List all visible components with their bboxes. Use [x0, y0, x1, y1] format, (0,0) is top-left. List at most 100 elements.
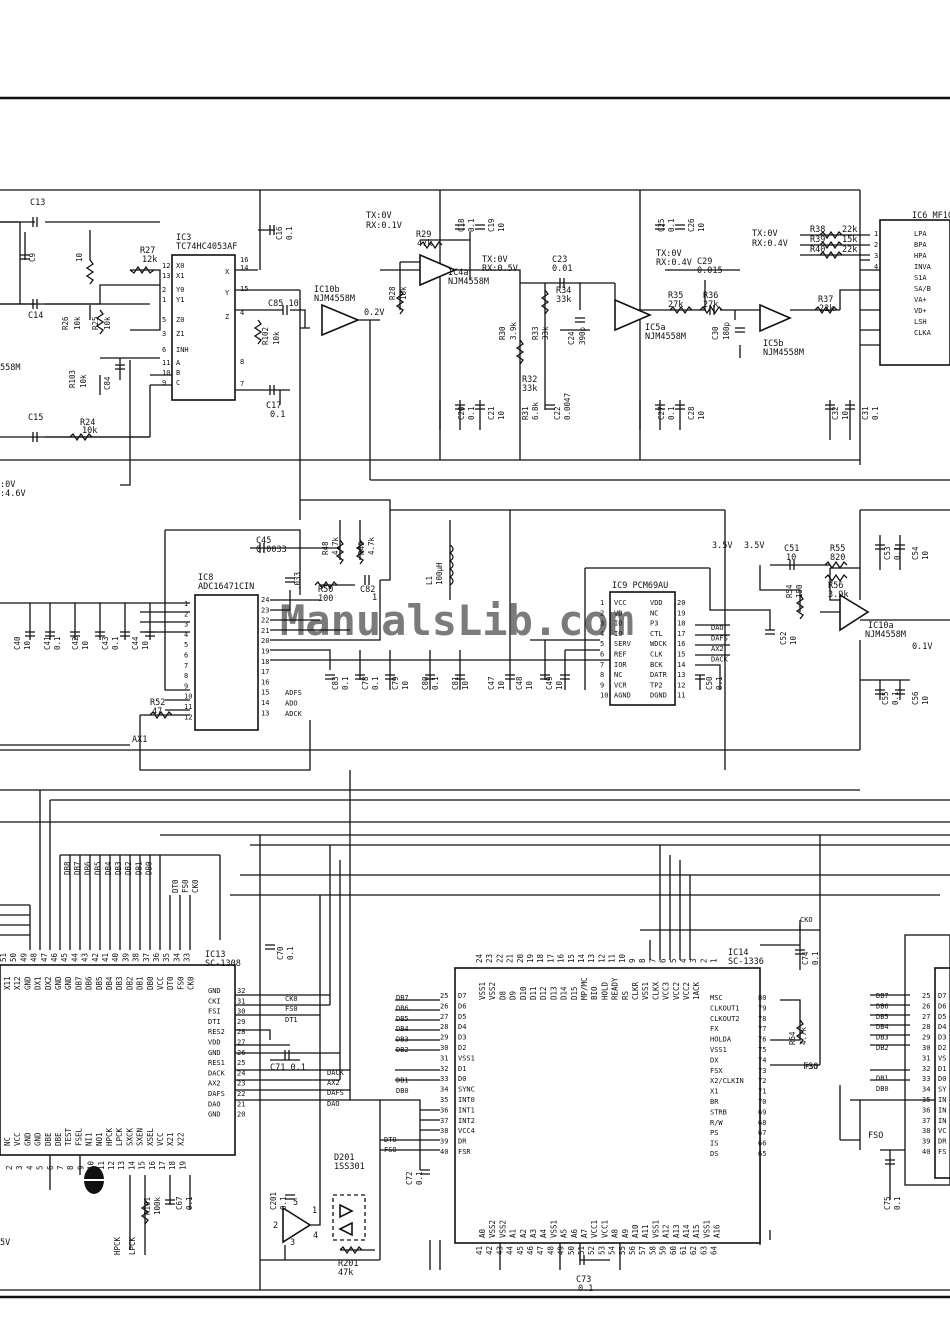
label-c81: C81 — [451, 676, 460, 690]
label-txrx3a: TX:0V — [656, 249, 682, 259]
ic14-pin-name: D13 — [549, 986, 558, 1000]
label-c54: C54 — [911, 546, 920, 560]
label-v35a: 3.5V — [712, 541, 732, 551]
label-r50v: 100 — [318, 594, 333, 604]
ic-right-pin-num: 37 — [922, 1117, 930, 1125]
label-c27: C27 — [657, 406, 666, 420]
ic14-pin-name: VCC1 — [590, 1220, 599, 1238]
ic13-bus-label: CK0 — [191, 879, 200, 893]
ic14-pin-num: 63 — [699, 1246, 708, 1255]
ic9-ref: IC9 PCM69AU — [612, 581, 668, 591]
ic9-signal-dao: DAO — [711, 624, 724, 632]
ic13-pin-num: 2 — [5, 1165, 14, 1170]
ic14-pin-num: 80 — [758, 994, 766, 1002]
ic13-bus-label: DB2 — [124, 861, 133, 875]
label-c75: C75 — [883, 1196, 892, 1210]
ic14-pin-name: SYNC — [458, 1086, 475, 1094]
label-g4: 4 — [313, 1231, 318, 1241]
capacitor-symbols — [20, 217, 905, 1265]
ic14-pin-name: VSS2 — [498, 1220, 507, 1238]
ic14-pin-num: 9 — [628, 958, 637, 963]
ic6-pin-num: 3 — [874, 252, 878, 260]
label-ax1: AX1 — [132, 735, 147, 745]
ic9-pin-num: 19 — [677, 609, 685, 617]
ic9-pin-name: P3 — [650, 620, 658, 628]
label-c32v: 10 — [841, 410, 850, 420]
ic14-pin-num: 16 — [557, 953, 566, 963]
ic13-pin-num: 37 — [142, 953, 151, 962]
ic14-bus-label: DB2 — [396, 1046, 409, 1054]
ic9-pin-name: VCR — [614, 681, 627, 689]
ic6-pin-name: LSH — [914, 318, 927, 326]
label-c20v: 0.1 — [467, 406, 476, 420]
ic10b-opamp — [321, 303, 361, 337]
ic14-pin-num: 29 — [440, 1034, 448, 1042]
label-c21: C21 — [487, 406, 496, 420]
ic-right-pin-name: D4 — [938, 1023, 946, 1031]
label-r28: R28 — [388, 286, 397, 300]
top-section-wiring — [0, 189, 950, 520]
ic14-pin-num: 69 — [758, 1108, 766, 1116]
ic13-pin-num: 51 — [0, 953, 8, 962]
ic14-pin-num: 41 — [475, 1246, 484, 1255]
ic13-bus-label: DB5 — [94, 861, 103, 875]
ic13-pin-num: 15 — [138, 1161, 147, 1170]
ic13-pin-name: GND — [64, 976, 73, 990]
label-c56v: 10 — [921, 695, 930, 705]
ic9-pin-name: REF — [614, 651, 627, 659]
ic-right-pin-num: 30 — [922, 1044, 930, 1052]
label-txrx4a: TX:0V — [752, 229, 778, 239]
label-c67: C67 — [175, 1196, 184, 1210]
label-r38: R38 — [810, 225, 825, 235]
ic13-pin-num: 40 — [111, 952, 120, 962]
ic13-pin-name: NI1 — [85, 1132, 94, 1146]
ic13-pin-name: LPCK — [115, 1127, 124, 1146]
ic14-pin-name: R/W — [710, 1119, 723, 1127]
ic13-bus-label: DB4 — [104, 861, 113, 875]
ic14-pin-name: FSR — [458, 1148, 471, 1156]
ic14-pin-num: 36 — [440, 1106, 448, 1114]
label-c21v: 10 — [497, 410, 506, 420]
ic13-pin-num: 41 — [101, 953, 110, 962]
ic6-pin-num: 4 — [874, 263, 878, 271]
label-r201: R201 — [338, 1259, 358, 1269]
ic14-pin-num: 77 — [758, 1025, 766, 1033]
ic13-pin-num: 26 — [237, 1049, 245, 1057]
ic14-pin-name: MSC — [710, 994, 723, 1002]
ic14-pin-name: VCC2 — [682, 982, 691, 1000]
ic13-signal: DACK — [327, 1069, 345, 1077]
ic-right-bus-label: DB0 — [876, 1085, 889, 1093]
ic13-pin-num: 36 — [152, 952, 161, 962]
ic3-pin-name: Y — [225, 289, 230, 297]
label-hpck: HPCK — [113, 1236, 122, 1255]
ic14-pin-num: 70 — [758, 1098, 766, 1106]
label-c31: C31 — [861, 406, 870, 420]
ic13-pin-name: CK0 — [187, 976, 196, 990]
label-lpck: LPCK — [128, 1236, 137, 1255]
label-c53: C53 — [883, 546, 892, 560]
ic3-pin-num: 3 — [162, 330, 166, 338]
label-edge1: 558M — [0, 363, 20, 373]
ic14-pin-name: HOLD — [600, 981, 609, 1000]
ic14-pin-num: 53 — [597, 1246, 606, 1255]
label-r24: R24 — [80, 418, 95, 428]
ic14-pin-name: CLKOUT2 — [710, 1015, 740, 1023]
ic-right-pin-name: DR — [938, 1138, 947, 1146]
ic14-pin-name: A11 — [641, 1224, 650, 1238]
ic14-bus-label: DB3 — [396, 1036, 409, 1044]
ic13-pin-name: DBE — [54, 1132, 63, 1146]
label-r54v: 150 — [795, 584, 804, 598]
label-r56: R56 — [828, 581, 843, 591]
ic-right-pin-name: SY — [938, 1086, 947, 1094]
ic14-pin-num: 23 — [485, 954, 494, 963]
label-r38v: 22k — [842, 225, 857, 235]
ic14-pin-num: 57 — [638, 1246, 647, 1255]
label-c51: C51 — [784, 544, 799, 554]
label-c28v: 10 — [697, 410, 706, 420]
label-txrx2b: RX:0.5V — [482, 264, 518, 274]
ic10a-ref: IC10a — [868, 621, 894, 631]
ic9-pin-name: VCC — [614, 599, 627, 607]
ic14-pin-name: DS — [710, 1150, 718, 1158]
label-c42: C42 — [71, 636, 80, 650]
